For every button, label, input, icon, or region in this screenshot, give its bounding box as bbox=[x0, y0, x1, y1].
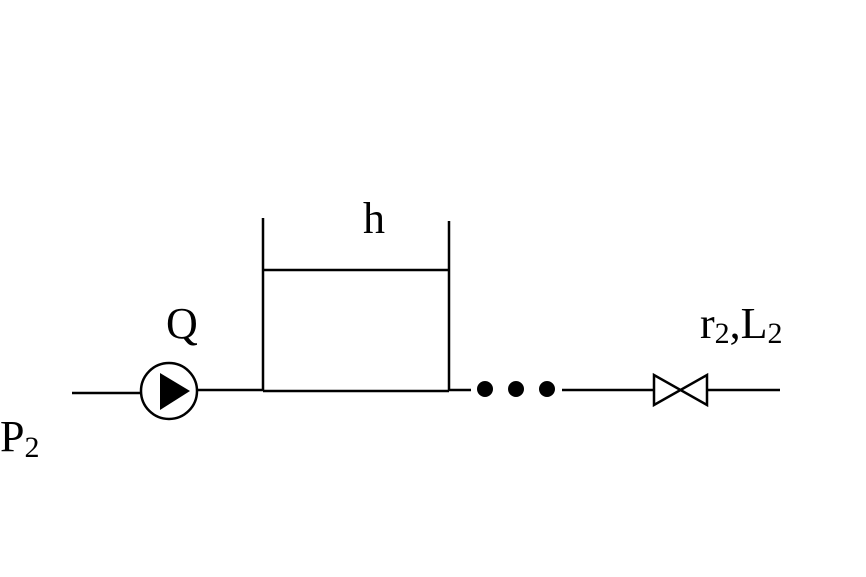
pipe-label: r2,L2 bbox=[700, 299, 783, 350]
ellipsis-dots bbox=[477, 381, 555, 397]
tank bbox=[261, 218, 451, 393]
valve-icon bbox=[652, 372, 709, 408]
pump-icon bbox=[139, 361, 199, 421]
flow-label: Q bbox=[166, 299, 198, 348]
tank-level-label: h bbox=[363, 194, 385, 243]
pressure-label: P2 bbox=[0, 412, 39, 464]
